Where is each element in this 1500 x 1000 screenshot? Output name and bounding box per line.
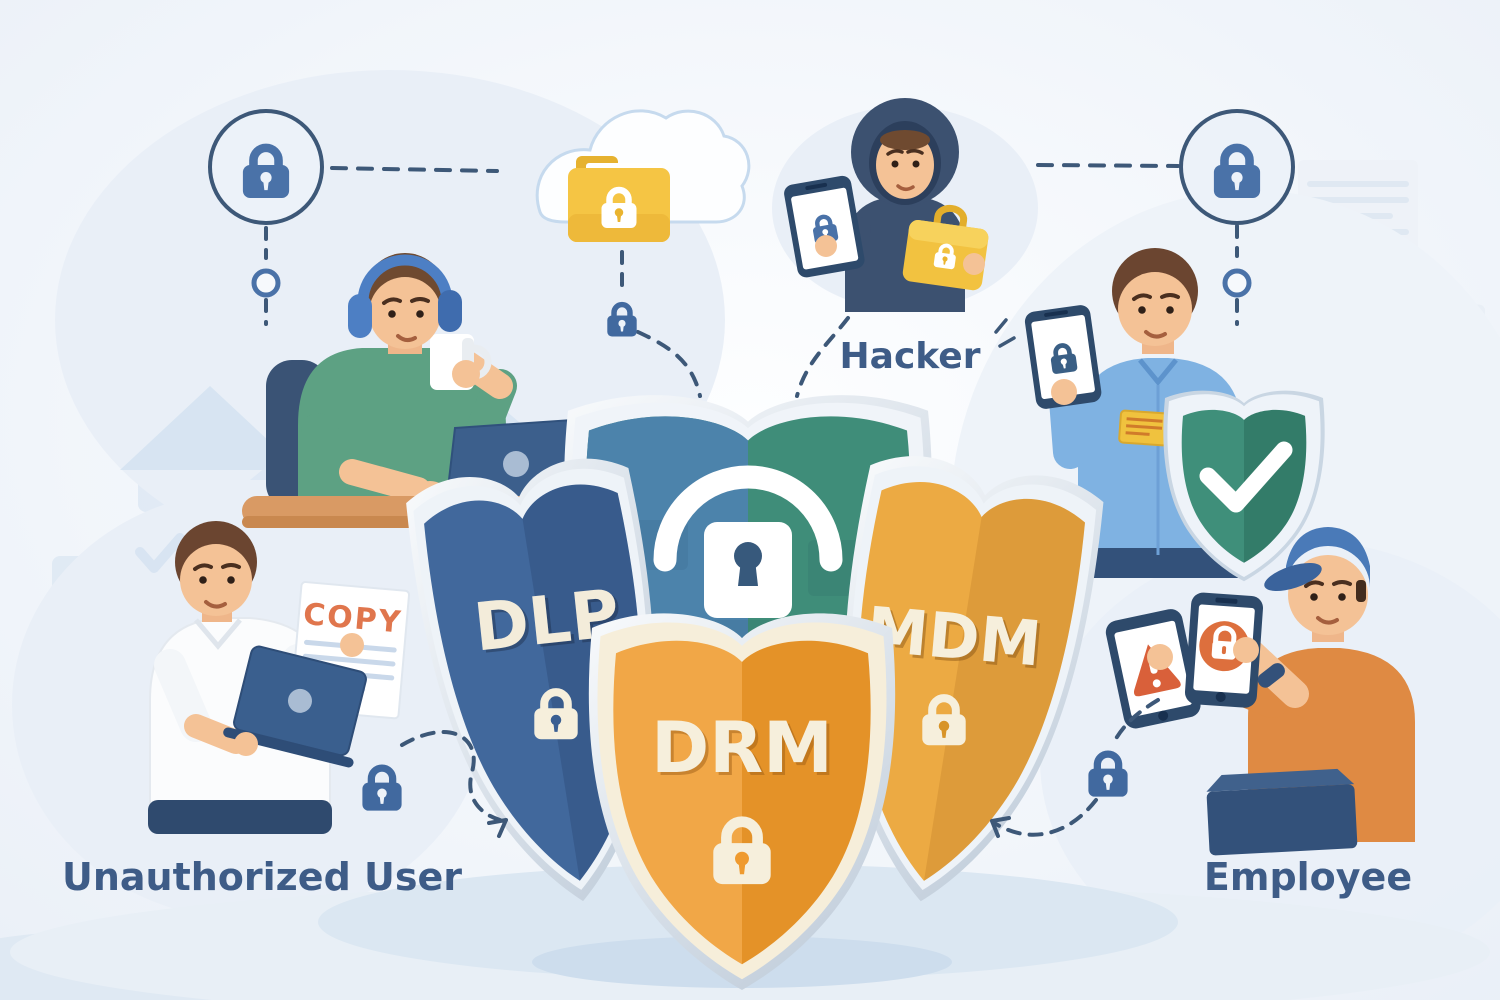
employee-label: Employee — [1204, 855, 1412, 899]
padlock-badge-left — [208, 109, 324, 225]
svg-text:MDM: MDM — [866, 596, 1047, 684]
wristband — [1257, 663, 1285, 688]
hacker-label: Hacker — [840, 336, 981, 377]
verified-shield-icon — [1163, 390, 1325, 582]
cap-icon — [1286, 527, 1370, 588]
unauthorized-user-label: Unauthorized User — [62, 855, 462, 899]
phone-with-lock-icon — [1024, 305, 1102, 409]
connector-node — [1222, 268, 1252, 298]
flow-arrows — [400, 698, 1160, 838]
headphones-icon — [348, 254, 462, 338]
svg-text:DRM: DRM — [654, 710, 836, 792]
desk-box — [1206, 768, 1358, 856]
face — [180, 544, 252, 616]
remote-worker-figure — [242, 253, 586, 528]
face — [369, 277, 441, 349]
face — [1118, 272, 1192, 346]
check-icon — [1199, 441, 1293, 513]
connector-node — [251, 268, 281, 298]
stolen-briefcase-icon — [902, 204, 989, 291]
cloud-icon — [535, 109, 751, 242]
id-badge-icon — [1118, 409, 1170, 447]
locked-folder-icon — [568, 156, 670, 242]
hacker-figure — [772, 98, 1038, 312]
drm-shield: DRM DRM — [588, 613, 896, 990]
tablet-with-lock-icon — [784, 175, 865, 278]
drm-label: DRM — [651, 707, 833, 789]
padlock-badge-right — [1179, 109, 1295, 225]
unauthorized-user-figure: COPY — [148, 521, 411, 834]
manager-figure — [1024, 248, 1325, 582]
employee-figure — [1105, 527, 1415, 856]
central-lock-icon — [653, 465, 843, 618]
